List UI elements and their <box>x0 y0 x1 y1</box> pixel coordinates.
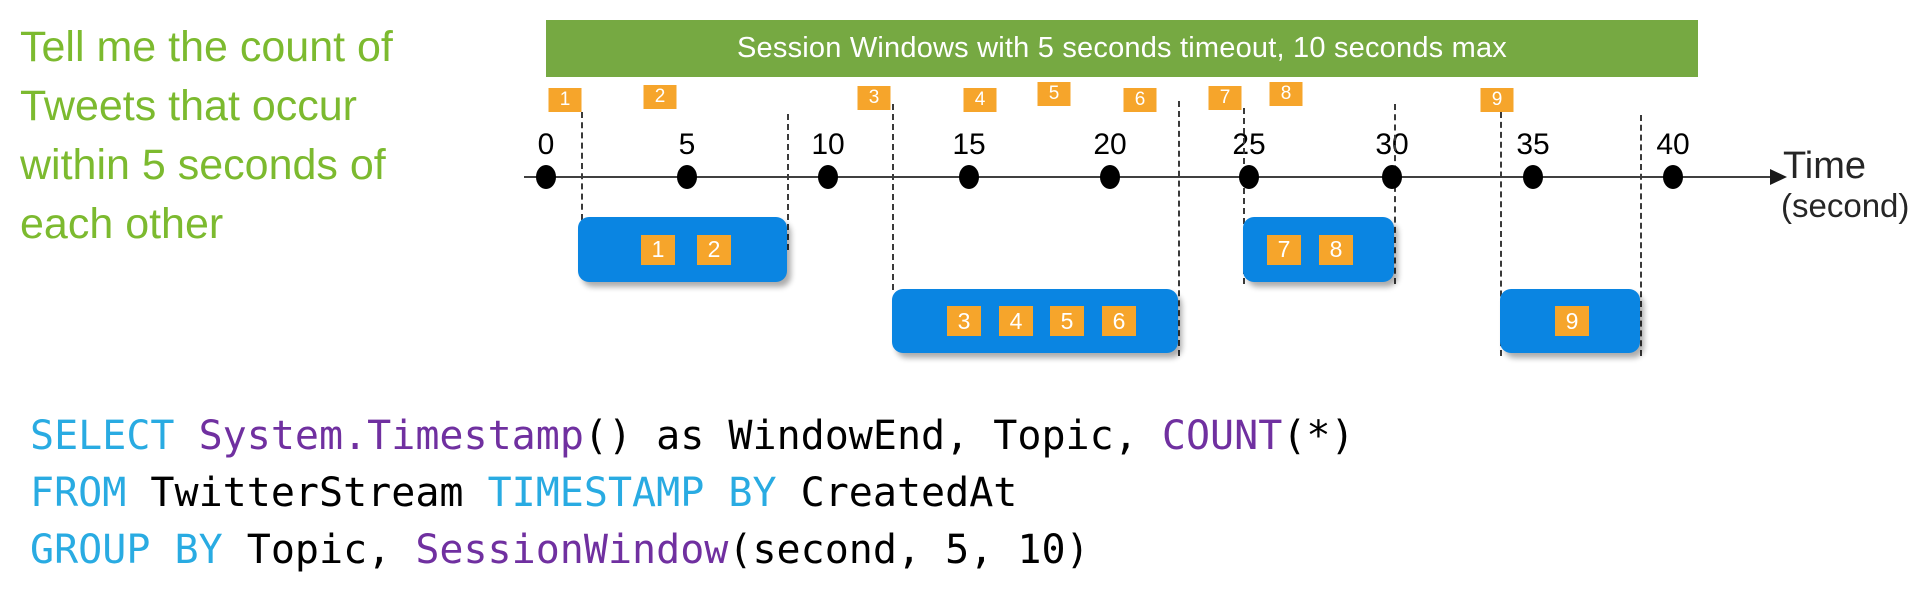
prompt-line: within 5 seconds of <box>20 141 386 189</box>
code-token-plain: Topic, <box>222 527 416 573</box>
tick-label: 25 <box>1232 128 1266 161</box>
timeline-dot <box>1523 165 1543 189</box>
event-marker: 4 <box>963 88 997 112</box>
window-event-marker: 1 <box>641 234 675 265</box>
prompt-line: Tweets that occur <box>20 82 357 130</box>
timeline-dot <box>1100 165 1120 189</box>
code-token-function: System.Timestamp <box>198 413 584 459</box>
event-marker: 2 <box>643 85 677 109</box>
timeline-dot <box>1382 165 1402 189</box>
event-marker: 1 <box>548 88 582 112</box>
time-axis-arrow-icon <box>1770 169 1787 185</box>
code-token-keyword: GROUP BY <box>30 527 223 573</box>
code-token-plain <box>175 413 199 459</box>
tick-label: 35 <box>1516 128 1550 161</box>
event-marker: 3 <box>857 86 891 110</box>
timeline-dot <box>677 165 697 189</box>
prompt-text: Tell me the count of Tweets that occur w… <box>20 18 393 254</box>
code-token-plain: (*) <box>1282 413 1355 459</box>
code-token-plain: TwitterStream <box>126 470 488 516</box>
window-event-marker: 2 <box>697 234 731 265</box>
tick-label: 40 <box>1656 128 1690 161</box>
window-event-marker: 8 <box>1319 234 1353 265</box>
code-line: SELECT System.Timestamp() as WindowEnd, … <box>30 408 1355 465</box>
session-window-banner: Session Windows with 5 seconds timeout, … <box>546 20 1698 77</box>
code-token-keyword: TIMESTAMP BY <box>487 470 777 516</box>
tick-label: 5 <box>678 128 696 161</box>
session-boundary-line <box>787 114 789 250</box>
sql-code-block: SELECT System.Timestamp() as WindowEnd, … <box>30 408 1355 579</box>
window-event-marker: 7 <box>1267 234 1301 265</box>
timeline-dot <box>959 165 979 189</box>
window-event-marker: 4 <box>999 306 1033 336</box>
timeline-dot <box>1239 165 1259 189</box>
event-marker: 6 <box>1123 88 1157 112</box>
event-marker: 7 <box>1208 86 1242 110</box>
tick-label: 15 <box>952 128 986 161</box>
tick-label: 20 <box>1093 128 1127 161</box>
tick-label: 30 <box>1375 128 1409 161</box>
timeline-dot <box>536 165 556 189</box>
code-line: GROUP BY Topic, SessionWindow(second, 5,… <box>30 522 1355 579</box>
code-line: FROM TwitterStream TIMESTAMP BY CreatedA… <box>30 465 1355 522</box>
code-token-plain: CreatedAt <box>776 470 1018 516</box>
session-boundary-line <box>1500 112 1502 356</box>
prompt-line: Tell me the count of <box>20 23 393 71</box>
window-event-marker: 9 <box>1555 306 1589 336</box>
session-window: 9 <box>1500 289 1640 353</box>
session-boundary-line <box>1394 104 1396 284</box>
timeline-dot <box>1663 165 1683 189</box>
event-marker: 8 <box>1269 82 1303 106</box>
code-token-function: COUNT <box>1161 413 1283 459</box>
session-boundary-line <box>892 104 894 290</box>
time-axis-line <box>524 176 1772 178</box>
session-boundary-line <box>581 112 583 220</box>
code-token-keyword: SELECT <box>30 413 175 459</box>
window-event-marker: 3 <box>947 306 981 336</box>
session-boundary-line <box>1178 101 1180 356</box>
axis-title-unit: (second) <box>1781 187 1910 224</box>
prompt-line: each other <box>20 200 224 248</box>
session-boundary-line <box>1243 108 1245 284</box>
event-marker: 9 <box>1480 88 1514 112</box>
window-event-marker: 5 <box>1050 306 1084 336</box>
timeline-dot <box>818 165 838 189</box>
window-event-marker: 6 <box>1102 306 1136 336</box>
axis-title: Time <box>1783 145 1867 187</box>
tick-label: 10 <box>811 128 845 161</box>
code-token-plain: () as WindowEnd, Topic, <box>583 413 1162 459</box>
code-token-keyword: FROM <box>30 470 127 516</box>
code-token-function: SessionWindow <box>415 527 729 573</box>
code-token-plain: (second, 5, 10) <box>728 527 1090 573</box>
event-marker: 5 <box>1037 82 1071 106</box>
session-boundary-line <box>1640 115 1642 356</box>
tick-label: 0 <box>537 128 555 161</box>
